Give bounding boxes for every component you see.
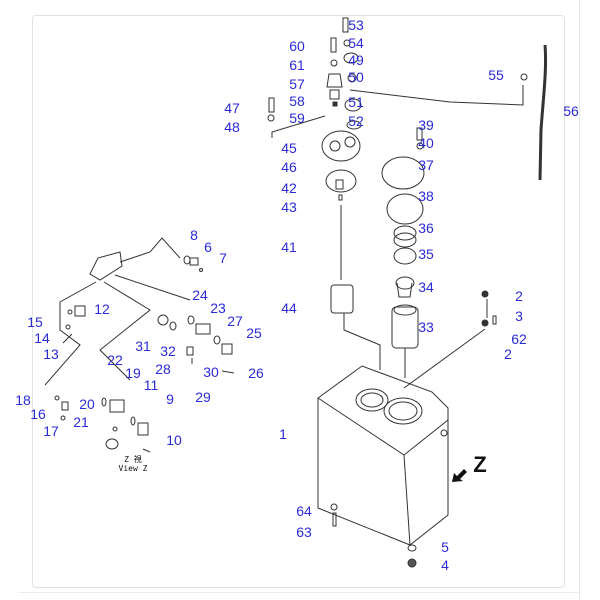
callout-35[interactable]: 35 (418, 246, 434, 262)
callout-62[interactable]: 62 (511, 331, 527, 347)
callout-4[interactable]: 4 (441, 557, 449, 573)
callout-48[interactable]: 48 (224, 119, 240, 135)
callout-46[interactable]: 46 (281, 159, 297, 175)
callout-59[interactable]: 59 (289, 110, 305, 126)
hydraulic-tank (317, 365, 449, 546)
dipstick (538, 44, 548, 181)
callout-18[interactable]: 18 (15, 392, 31, 408)
callout-26[interactable]: 26 (248, 365, 264, 381)
callout-36[interactable]: 36 (418, 220, 434, 236)
callout-12[interactable]: 12 (94, 301, 110, 317)
callout-54[interactable]: 54 (348, 35, 364, 51)
divider (18, 592, 580, 593)
callout-58[interactable]: 58 (289, 93, 305, 109)
callout-11[interactable]: 11 (143, 377, 159, 393)
callout-25[interactable]: 25 (246, 325, 262, 341)
view-direction-label: Z (473, 452, 487, 477)
callout-21[interactable]: 21 (73, 414, 89, 430)
callout-30[interactable]: 30 (203, 364, 219, 380)
callout-27[interactable]: 27 (227, 313, 243, 329)
callout-5[interactable]: 5 (441, 539, 449, 555)
callout-39[interactable]: 39 (418, 117, 434, 133)
callout-61[interactable]: 61 (289, 57, 305, 73)
callout-14[interactable]: 14 (34, 330, 50, 346)
callout-41[interactable]: 41 (281, 239, 297, 255)
callout-13[interactable]: 13 (43, 346, 59, 362)
callout-1[interactable]: 1 (279, 426, 287, 442)
view-z-caption: Z 視 View Z (119, 455, 148, 473)
callout-6[interactable]: 6 (204, 239, 212, 255)
callout-10[interactable]: 10 (166, 432, 182, 448)
callout-37[interactable]: 37 (418, 157, 434, 173)
callout-8[interactable]: 8 (190, 227, 198, 243)
callout-56[interactable]: 56 (563, 103, 579, 119)
view-z-caption-jp: Z 視 (124, 455, 142, 464)
callout-64[interactable]: 64 (296, 503, 312, 519)
callout-47[interactable]: 47 (224, 100, 240, 116)
callout-49[interactable]: 49 (348, 52, 364, 68)
view-z-fittings (44, 237, 235, 453)
callout-16[interactable]: 16 (30, 406, 46, 422)
callout-50[interactable]: 50 (348, 69, 364, 85)
callout-23[interactable]: 23 (210, 300, 226, 316)
callout-63[interactable]: 63 (296, 524, 312, 540)
callout-20[interactable]: 20 (79, 396, 95, 412)
callout-55[interactable]: 55 (488, 67, 504, 83)
breather-parts (267, 17, 524, 314)
callout-38[interactable]: 38 (418, 188, 434, 204)
callout-43[interactable]: 43 (281, 199, 297, 215)
callout-44[interactable]: 44 (281, 300, 297, 316)
callout-32[interactable]: 32 (160, 343, 176, 359)
diagram-card (32, 15, 565, 588)
callout-9[interactable]: 9 (166, 391, 174, 407)
callout-28[interactable]: 28 (155, 361, 171, 377)
callout-2b[interactable]: 2 (504, 346, 512, 362)
view-z-caption-en: View Z (118, 464, 148, 473)
callout-33[interactable]: 33 (418, 319, 434, 335)
callout-15[interactable]: 15 (27, 314, 43, 330)
callout-24[interactable]: 24 (192, 287, 208, 303)
callout-31[interactable]: 31 (135, 338, 151, 354)
callout-45[interactable]: 45 (281, 140, 297, 156)
callout-3[interactable]: 3 (515, 308, 523, 324)
callout-19[interactable]: 19 (125, 365, 141, 381)
callout-60[interactable]: 60 (289, 38, 305, 54)
callout-22[interactable]: 22 (107, 352, 123, 368)
callout-52[interactable]: 52 (348, 113, 364, 129)
callout-17[interactable]: 17 (43, 423, 59, 439)
callout-7[interactable]: 7 (219, 250, 227, 266)
callout-42[interactable]: 42 (281, 180, 297, 196)
callout-57[interactable]: 57 (289, 76, 305, 92)
callout-29[interactable]: 29 (195, 389, 211, 405)
callout-34[interactable]: 34 (418, 279, 434, 295)
scrollbar-track[interactable] (579, 0, 580, 600)
callout-53[interactable]: 53 (348, 17, 364, 33)
view-direction-arrow-icon (452, 469, 467, 482)
callout-2[interactable]: 2 (515, 288, 523, 304)
strainer-parts (343, 127, 486, 389)
callout-40[interactable]: 40 (418, 135, 434, 151)
callout-51[interactable]: 51 (348, 94, 364, 110)
